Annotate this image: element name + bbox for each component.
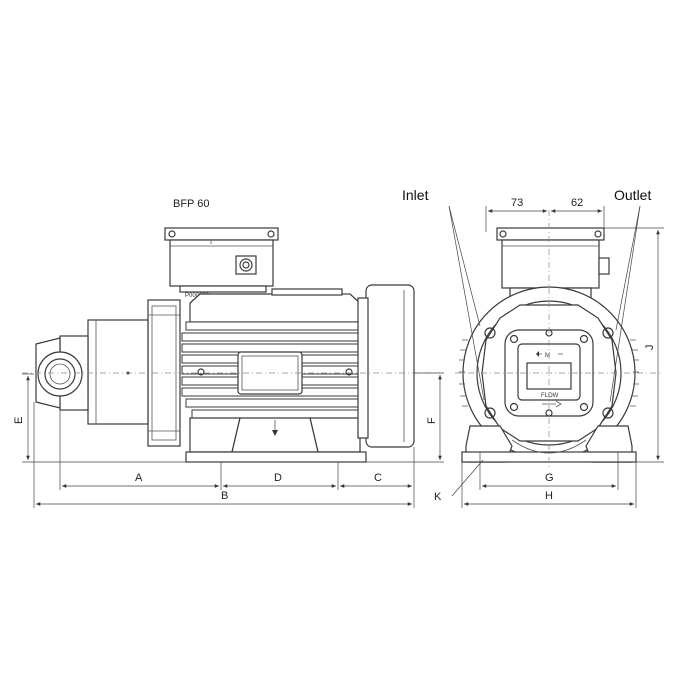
svg-text:M: M — [545, 353, 550, 359]
dimension-g: G — [482, 472, 616, 488]
dimension-k: K — [434, 459, 484, 503]
dimension-73-62: 73 62 — [485, 197, 605, 232]
svg-text:B: B — [221, 490, 228, 502]
side-view: BFP 60 P000026 — [13, 198, 444, 508]
svg-text:F: F — [426, 417, 438, 424]
dimension-c: C — [340, 472, 412, 488]
svg-text:K: K — [434, 491, 442, 503]
outlet-label: Outlet — [614, 187, 651, 203]
dimension-f: F — [366, 372, 444, 463]
pump-housing — [35, 319, 149, 425]
dimension-b: B — [36, 490, 412, 506]
drawing-title: BFP 60 — [173, 198, 210, 210]
svg-text:62: 62 — [571, 197, 583, 209]
svg-text:J: J — [644, 345, 656, 351]
dimension-e: E — [13, 373, 186, 463]
svg-text:H: H — [545, 490, 553, 502]
svg-text:73: 73 — [511, 197, 523, 209]
fan-cover — [357, 284, 415, 448]
dimension-d: D — [223, 472, 336, 488]
svg-text:D: D — [274, 472, 282, 484]
inlet-label: Inlet — [402, 187, 429, 203]
svg-text:A: A — [135, 472, 143, 484]
motor-feet — [185, 417, 367, 463]
dimension-a: A — [61, 472, 219, 488]
svg-text:E: E — [13, 417, 25, 424]
svg-text:G: G — [545, 472, 554, 484]
svg-text:FLOW: FLOW — [541, 393, 559, 399]
cable-gland-icon — [235, 255, 257, 275]
dimension-j: J — [604, 227, 664, 463]
dimension-h: H — [464, 490, 634, 506]
end-view: M FLOW 73 62 Inlet — [402, 187, 664, 508]
motor-body — [181, 288, 369, 419]
svg-text:C: C — [374, 472, 382, 484]
terminal-box — [164, 227, 279, 293]
